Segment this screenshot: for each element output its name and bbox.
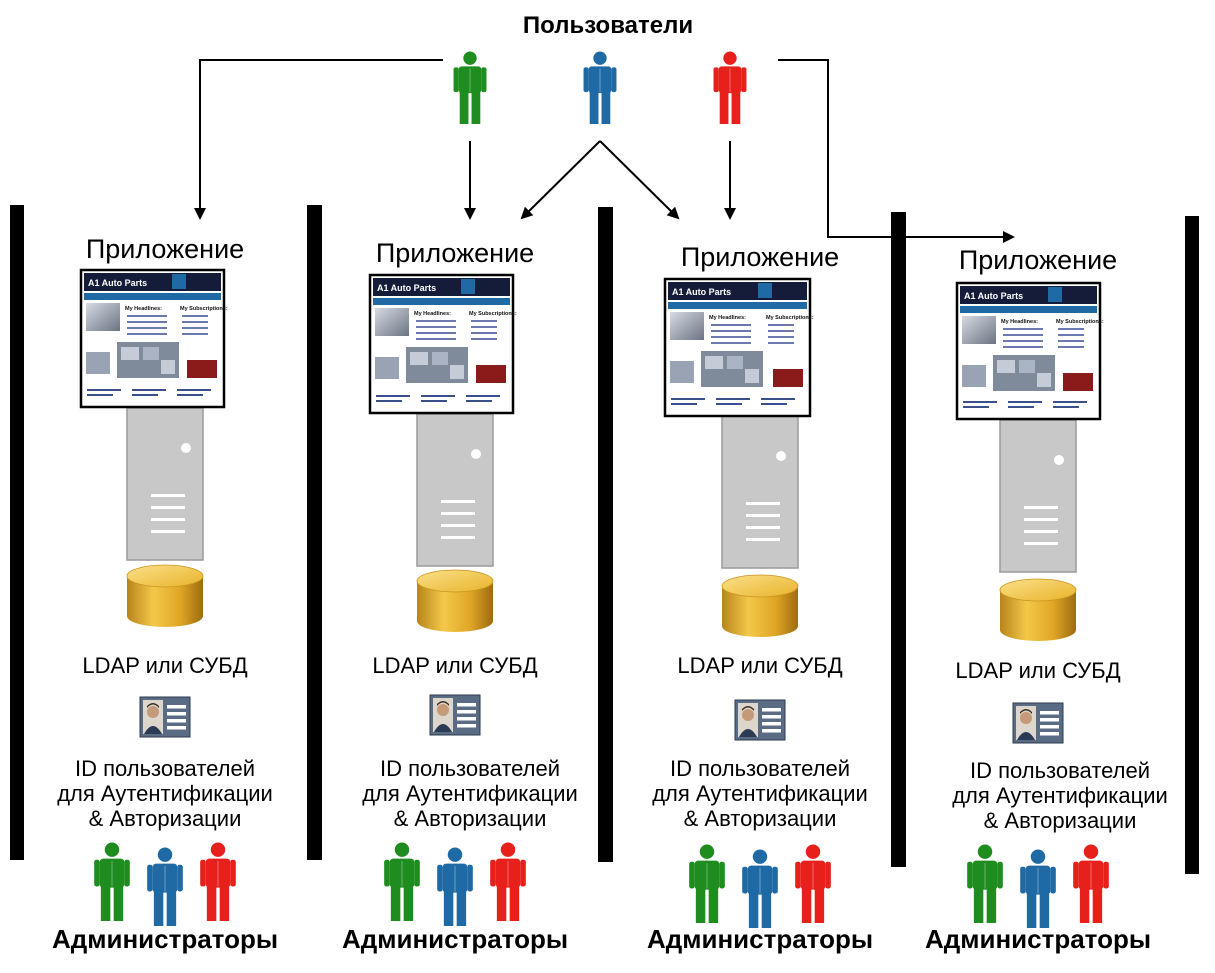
app-screenshot: A1 Auto Parts My Headlines: My Subscriptio… [955,281,1104,421]
separator-bar [1185,216,1199,874]
db-label: LDAP или СУБД [82,653,247,678]
app-screenshot: A1 Auto Parts My Headlines: My Subscriptio… [79,268,228,409]
arrow-blue-to-app2 [520,140,601,220]
arrow-blue-to-app3 [599,140,680,220]
users-title: Пользователи [523,12,693,39]
app-screenshot: A1 Auto Parts My Headlines: My Subscriptio… [663,277,814,418]
screen-brand: A1 Auto Parts [672,287,731,297]
id-label-line1: ID пользователей [75,756,255,781]
screen-brand: A1 Auto Parts [88,278,147,288]
id-label-line1: ID пользователей [380,756,560,781]
screen-headlines: My Headlines: [125,306,162,312]
id-label-line2: для Аутентификации [652,781,868,806]
admins-label: Администраторы [647,924,873,954]
separator-bar [598,207,613,862]
user-id-card-icon [1012,702,1064,744]
screen-headlines: My Headlines: [414,311,451,317]
user-red-icon [713,51,747,124]
id-label-line2: для Аутентификации [362,781,578,806]
user-blue-icon [583,51,617,124]
server-icon [999,419,1077,573]
id-label-line2: для Аутентификации [952,783,1168,808]
server-icon [126,407,204,561]
db-label: LDAP или СУБД [372,653,537,678]
app-column-1: Приложение A1 Auto Parts My Headlines: My S… [52,234,278,954]
app-label: Приложение [681,242,839,272]
id-label-line2: для Аутентификации [57,781,273,806]
id-label-line1: ID пользователей [670,756,850,781]
screen-brand: A1 Auto Parts [964,291,1023,301]
server-icon [416,413,494,567]
admins-label: Администраторы [925,924,1151,954]
admin-red-icon [490,842,526,921]
app-label: Приложение [959,245,1117,275]
admins-label: Администраторы [52,924,278,954]
id-label-line3: & Авторизации [684,806,837,831]
database-icon [126,564,204,627]
database-icon [999,578,1077,641]
screen-subscriptions: My Subscriptions: [766,315,814,321]
app-column-2: Приложение A1 Auto Parts My Headlines: My S… [342,238,578,954]
server-icon [721,415,799,569]
separator-bar [307,205,322,860]
admin-red-icon [795,844,831,923]
id-label-line3: & Авторизации [89,806,242,831]
admin-green-icon [94,842,130,921]
admin-blue-icon [742,849,778,928]
admin-green-icon [967,844,1003,923]
admin-green-icon [689,844,725,923]
admin-red-icon [200,842,236,921]
id-label-line1: ID пользователей [970,758,1150,783]
screen-brand: A1 Auto Parts [377,283,436,293]
screen-subscriptions: My Subscriptions: [469,311,517,317]
screen-subscriptions: My Subscriptions: [180,306,228,312]
app-label: Приложение [86,234,244,264]
screen-headlines: My Headlines: [1001,319,1038,325]
top-users-group [453,51,747,124]
app-screenshot: A1 Auto Parts My Headlines: My Subscriptio… [368,273,517,415]
admin-blue-icon [437,847,473,926]
admin-green-icon [384,842,420,921]
app-column-3: Приложение A1 Auto Parts My Headlines: My S… [647,242,873,954]
screen-subscriptions: My Subscriptions: [1056,319,1104,325]
database-icon [416,569,494,632]
connectors [194,59,1015,243]
app-label: Приложение [376,238,534,268]
user-id-card-icon [139,696,191,738]
user-id-card-icon [429,694,481,736]
admins-label: Администраторы [342,924,568,954]
separator-bar [10,205,24,860]
admin-red-icon [1073,844,1109,923]
db-label: LDAP или СУБД [955,658,1120,683]
user-green-icon [453,51,487,124]
admin-blue-icon [1020,849,1056,928]
id-label-line3: & Авторизации [394,806,547,831]
id-label-line3: & Авторизации [984,808,1137,833]
database-icon [721,574,799,637]
separator-bar [891,212,906,867]
arrow-red-to-app4 [778,59,1015,243]
admin-blue-icon [147,847,183,926]
db-label: LDAP или СУБД [677,653,842,678]
screen-headlines: My Headlines: [709,315,746,321]
app-column-4: Приложение A1 Auto Parts My Headlines: My S… [925,245,1168,954]
arrow-green-to-app1 [194,59,443,220]
user-id-card-icon [734,699,786,741]
